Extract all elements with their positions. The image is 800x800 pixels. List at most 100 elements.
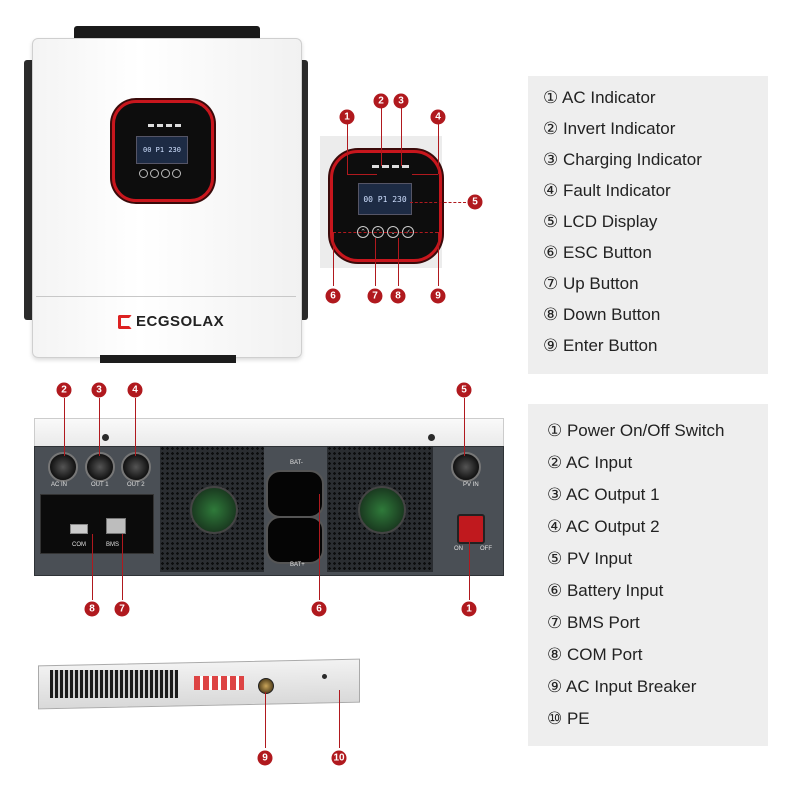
- inverter-top-bracket: [74, 26, 260, 40]
- leader-line: [412, 174, 438, 175]
- com-label: COM: [72, 542, 86, 548]
- marker: 4: [430, 109, 446, 125]
- down-button[interactable]: [161, 169, 170, 178]
- pv-in-label: PV IN: [463, 482, 479, 488]
- ac-input-breaker[interactable]: [258, 678, 274, 694]
- vent-grille-right: [327, 446, 433, 572]
- on-label: ON: [454, 546, 463, 552]
- lcd-display-small: 00 P1 230: [136, 136, 188, 164]
- marker: 5: [456, 382, 472, 398]
- indicator-row-zoomed: [372, 165, 409, 168]
- charging-indicator: [392, 165, 399, 168]
- marker: 9: [257, 750, 273, 766]
- inverter-right-rail: [299, 60, 308, 320]
- com-port: [70, 524, 88, 534]
- power-switch[interactable]: [457, 514, 485, 544]
- marker: 7: [367, 288, 383, 304]
- legend-item: ④ Fault Indicator: [543, 181, 671, 200]
- marker: 9: [430, 288, 446, 304]
- button-row-small: [139, 169, 181, 178]
- legend-item: ⑤ PV Input: [547, 549, 633, 568]
- pe-terminal: [322, 674, 327, 679]
- battery-positive-terminal: [266, 516, 324, 564]
- ac-indicator: [372, 165, 379, 168]
- legend-item: ⑨ AC Input Breaker: [547, 677, 697, 696]
- screw: [102, 434, 109, 441]
- leader-line: [464, 398, 465, 456]
- rear-legend: [528, 404, 768, 746]
- legend-item: ⑥ ESC Button: [543, 243, 652, 262]
- marker: 4: [127, 382, 143, 398]
- bat-minus-label: BAT-: [290, 460, 303, 466]
- inverter-base: [100, 355, 236, 363]
- legend-item: ① Power On/Off Switch: [547, 421, 725, 440]
- marker: 8: [84, 601, 100, 617]
- inverter-left-rail: [24, 60, 33, 320]
- bms-port: [106, 518, 126, 534]
- enter-button[interactable]: [172, 169, 181, 178]
- legend-item: ② Invert Indicator: [543, 119, 676, 138]
- leader-line: [438, 124, 439, 174]
- leader-line: [92, 534, 93, 600]
- leader-line: [333, 232, 334, 286]
- legend-item: ④ AC Output 2: [547, 517, 660, 536]
- ac-input-port: [48, 452, 78, 482]
- marker: 6: [325, 288, 341, 304]
- leader-line: [347, 174, 377, 175]
- indicator-led: [166, 124, 172, 127]
- legend-item: ⑥ Battery Input: [547, 581, 664, 600]
- legend-item: ⑤ LCD Display: [543, 212, 658, 231]
- marker: 7: [114, 601, 130, 617]
- rating-label: [194, 676, 244, 690]
- marker: 2: [56, 382, 72, 398]
- leader-line: [347, 124, 348, 174]
- legend-item: ⑧ COM Port: [547, 645, 643, 664]
- marker: 1: [461, 601, 477, 617]
- esc-button[interactable]: [139, 169, 148, 178]
- marker: 6: [311, 601, 327, 617]
- pv-input-port: [451, 452, 481, 482]
- bms-label: BMS: [106, 542, 120, 548]
- marker: 8: [390, 288, 406, 304]
- off-label: OFF: [480, 546, 492, 552]
- cooling-fan-right: [358, 486, 406, 534]
- marker: 2: [373, 93, 389, 109]
- legend-item: ③ Charging Indicator: [543, 150, 702, 169]
- ac-in-label: AC IN: [51, 482, 68, 488]
- leader-line: [122, 534, 123, 600]
- out2-label: OUT 2: [127, 482, 145, 488]
- leader-line: [135, 398, 136, 456]
- leader-line: [265, 692, 266, 748]
- screw: [428, 434, 435, 441]
- leader-line: [410, 202, 466, 203]
- legend-item: ③ AC Output 1: [547, 485, 660, 504]
- brand-logo: ECGSOLAX: [118, 313, 224, 330]
- lcd-display: 00 P1 230: [358, 183, 412, 215]
- indicator-led: [157, 124, 163, 127]
- indicator-row-small: [148, 124, 181, 127]
- legend-item: ⑦ BMS Port: [547, 613, 640, 632]
- leader-line: [469, 540, 470, 600]
- battery-negative-terminal: [266, 470, 324, 518]
- side-vent: [50, 670, 178, 698]
- leader-line: [64, 398, 65, 456]
- ac-output-2-port: [121, 452, 151, 482]
- marker: 5: [467, 194, 483, 210]
- brand-mark-icon: [118, 314, 132, 329]
- legend-item: ⑨ Enter Button: [543, 336, 658, 355]
- marker: 10: [331, 750, 347, 766]
- marker: 3: [91, 382, 107, 398]
- leader-line: [401, 108, 402, 166]
- marker: 3: [393, 93, 409, 109]
- bat-plus-label: BAT+: [290, 562, 305, 568]
- up-button[interactable]: [150, 169, 159, 178]
- ac-output-1-port: [85, 452, 115, 482]
- leader-line: [339, 690, 340, 748]
- leader-line: [99, 398, 100, 456]
- leader-line: [438, 232, 439, 286]
- front-divider: [36, 296, 296, 297]
- legend-item: ① AC Indicator: [543, 88, 656, 107]
- legend-item: ⑩ PE: [547, 709, 590, 728]
- cooling-fan-left: [190, 486, 238, 534]
- out1-label: OUT 1: [91, 482, 109, 488]
